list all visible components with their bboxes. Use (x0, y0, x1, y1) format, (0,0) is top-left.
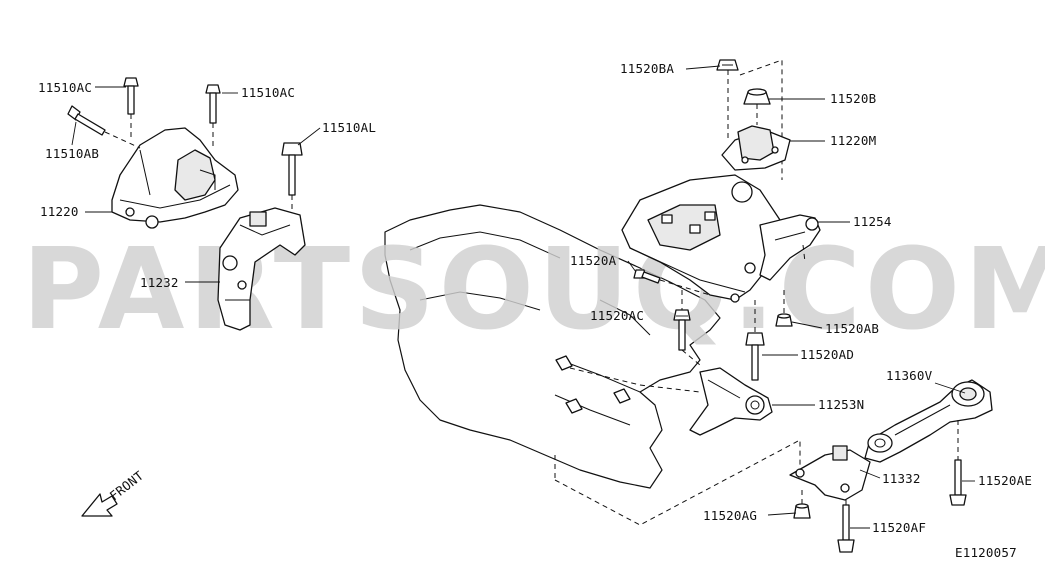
label-11510AC-1: 11510AC (38, 80, 92, 95)
nut-11520BA (716, 59, 739, 71)
bolt-11510AB (67, 105, 106, 136)
label-11520B: 11520B (830, 91, 876, 106)
bracket-11254 (759, 214, 821, 281)
bolt-11520AD (745, 332, 765, 381)
label-11520A: 11520A (570, 253, 617, 268)
label-11360V: 11360V (886, 368, 933, 383)
engine-mount-11220 (111, 127, 239, 229)
nut-11520B (743, 88, 771, 105)
leader-lines (71, 65, 975, 529)
front-label: FRONT (107, 468, 147, 504)
label-11520AD: 11520AD (800, 347, 854, 362)
front-arrow-icon (81, 493, 118, 517)
label-11520AF: 11520AF (872, 520, 926, 535)
label-11254: 11254 (853, 214, 892, 229)
label-11520AG: 11520AG (703, 508, 757, 523)
label-11220: 11220 (40, 204, 79, 219)
bolt-11520AE (949, 459, 967, 506)
bolt-11520A (633, 269, 661, 284)
label-11520AC: 11520AC (590, 308, 644, 323)
label-11220M: 11220M (830, 133, 876, 148)
mount-insulator-11220M (721, 125, 791, 171)
label-11510AC-2: 11510AC (241, 85, 295, 100)
front-direction-indicator: FRONT (81, 468, 147, 517)
label-11520BA: 11520BA (620, 61, 674, 76)
label-11520AB: 11520AB (825, 321, 879, 336)
torque-rod-11360V (864, 379, 993, 463)
bolt-11510AC-2 (205, 84, 221, 124)
part-labels: 11510AC 11510AC 11510AB 11510AL 11220 11… (38, 61, 1032, 535)
label-11510AB: 11510AB (45, 146, 99, 161)
bracket-11332 (789, 445, 871, 501)
diagram-id: E1120057 (955, 545, 1017, 560)
label-11510AL: 11510AL (322, 120, 376, 135)
bolt-11510AL (281, 142, 303, 196)
bolt-11520AF (837, 504, 855, 553)
bolt-11510AC-1 (123, 77, 139, 115)
watermark: PARTSOUQ.COM (22, 225, 1045, 355)
bolt-11520AB (775, 313, 793, 327)
label-11332: 11332 (882, 471, 921, 486)
bolt-11520AG (793, 503, 811, 519)
label-11520AE: 11520AE (978, 473, 1032, 488)
label-11232: 11232 (140, 275, 179, 290)
label-11253N: 11253N (818, 397, 864, 412)
bracket-11253N (689, 367, 773, 436)
bracket-11232 (217, 207, 306, 331)
